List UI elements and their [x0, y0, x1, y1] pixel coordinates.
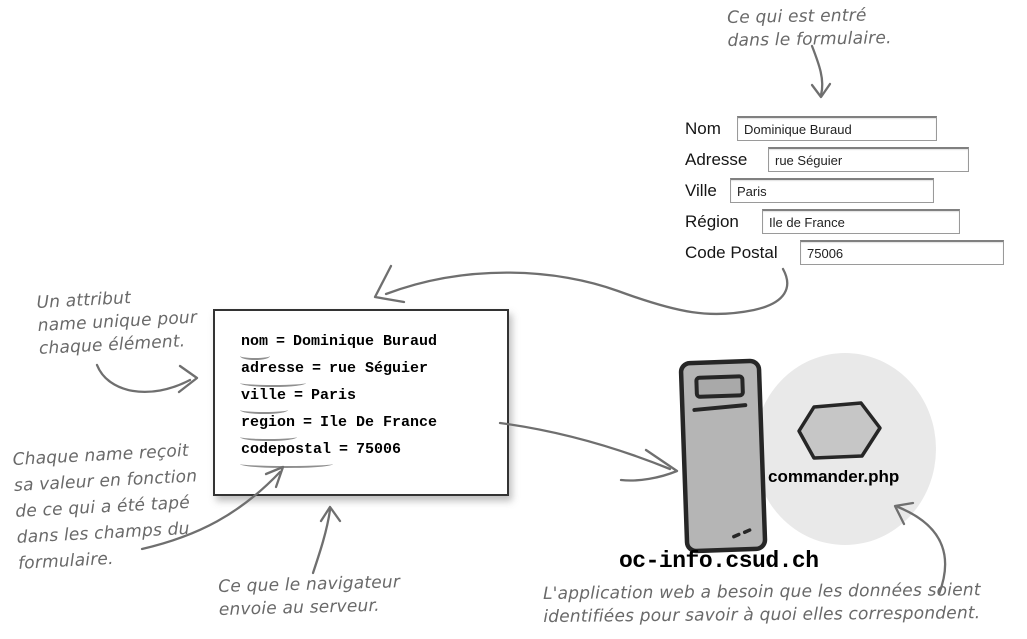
- script-hexagon-icon: [797, 401, 882, 460]
- equals-sign: =: [303, 414, 313, 431]
- field-label-adresse: Adresse: [685, 150, 748, 169]
- server-tower-icon: [678, 358, 768, 554]
- equals-sign: =: [312, 360, 322, 377]
- request-pair: nom = Dominique Buraud: [239, 328, 497, 360]
- nom-field[interactable]: [737, 116, 937, 141]
- pair-value: Ile De France: [320, 414, 438, 431]
- note-form-entry: Ce qui est entré dans le formulaire.: [727, 4, 892, 53]
- equals-sign: =: [339, 441, 349, 458]
- arrow-uniquename-to-box-icon: [95, 363, 199, 394]
- note-browser-sends: Ce que le navigateur envoie au serveur.: [218, 571, 401, 622]
- pair-name: codepostal: [239, 436, 334, 468]
- request-pair: region = Ile De France: [239, 409, 497, 441]
- region-field[interactable]: [762, 209, 960, 234]
- field-label-region: Région: [685, 212, 739, 231]
- codepostal-field[interactable]: [800, 240, 1004, 265]
- note-line: identifiées pour savoir à quoi elles cor…: [543, 603, 981, 627]
- pair-value: Paris: [311, 387, 357, 404]
- equals-sign: =: [294, 387, 304, 404]
- pair-name: adresse: [239, 355, 307, 387]
- pair-name: region: [239, 409, 298, 441]
- request-pair: ville = Paris: [239, 382, 497, 414]
- note-unique-name: Un attribut name unique pour chaque élém…: [36, 284, 199, 361]
- note-webapp-needs: L'application web a besoin que les donné…: [543, 579, 981, 629]
- script-name-label: commander.php: [768, 467, 900, 486]
- note-line: envoie au serveur.: [218, 595, 381, 620]
- ville-field[interactable]: [730, 178, 934, 203]
- request-data-box: nom=Dominique Buraud adresse=rue Séguier…: [213, 309, 509, 496]
- note-value-from-form: Chaque name reçoit sa valeur en fonction…: [12, 437, 202, 576]
- field-label-nom: Nom: [685, 119, 721, 138]
- pair-value: Dominique Buraud: [293, 333, 438, 350]
- arrow-browsernote-to-box-icon: [311, 505, 342, 575]
- pair-name: ville: [239, 382, 289, 414]
- note-line: Ce qui est entré: [727, 5, 867, 28]
- arrow-form-to-requestbox-icon: [373, 264, 789, 316]
- field-label-codepostal: Code Postal: [685, 243, 778, 262]
- adresse-field[interactable]: [768, 147, 969, 172]
- request-pair: codepostal = 75006: [239, 436, 497, 468]
- request-pair: adresse = rue Séguier: [239, 355, 497, 387]
- equals-sign: =: [276, 333, 286, 350]
- field-label-ville: Ville: [685, 181, 717, 200]
- note-line: dans le formulaire.: [727, 28, 892, 51]
- server-circle: [754, 353, 936, 545]
- arrow-note-to-form-icon: [810, 44, 832, 99]
- pair-name: nom: [239, 328, 271, 360]
- pair-value: rue Séguier: [329, 360, 429, 377]
- arrow-box-to-server-icon: [498, 421, 679, 482]
- pair-value: 75006: [356, 441, 402, 458]
- server-hostname-label: oc-info.csud.ch: [619, 548, 819, 574]
